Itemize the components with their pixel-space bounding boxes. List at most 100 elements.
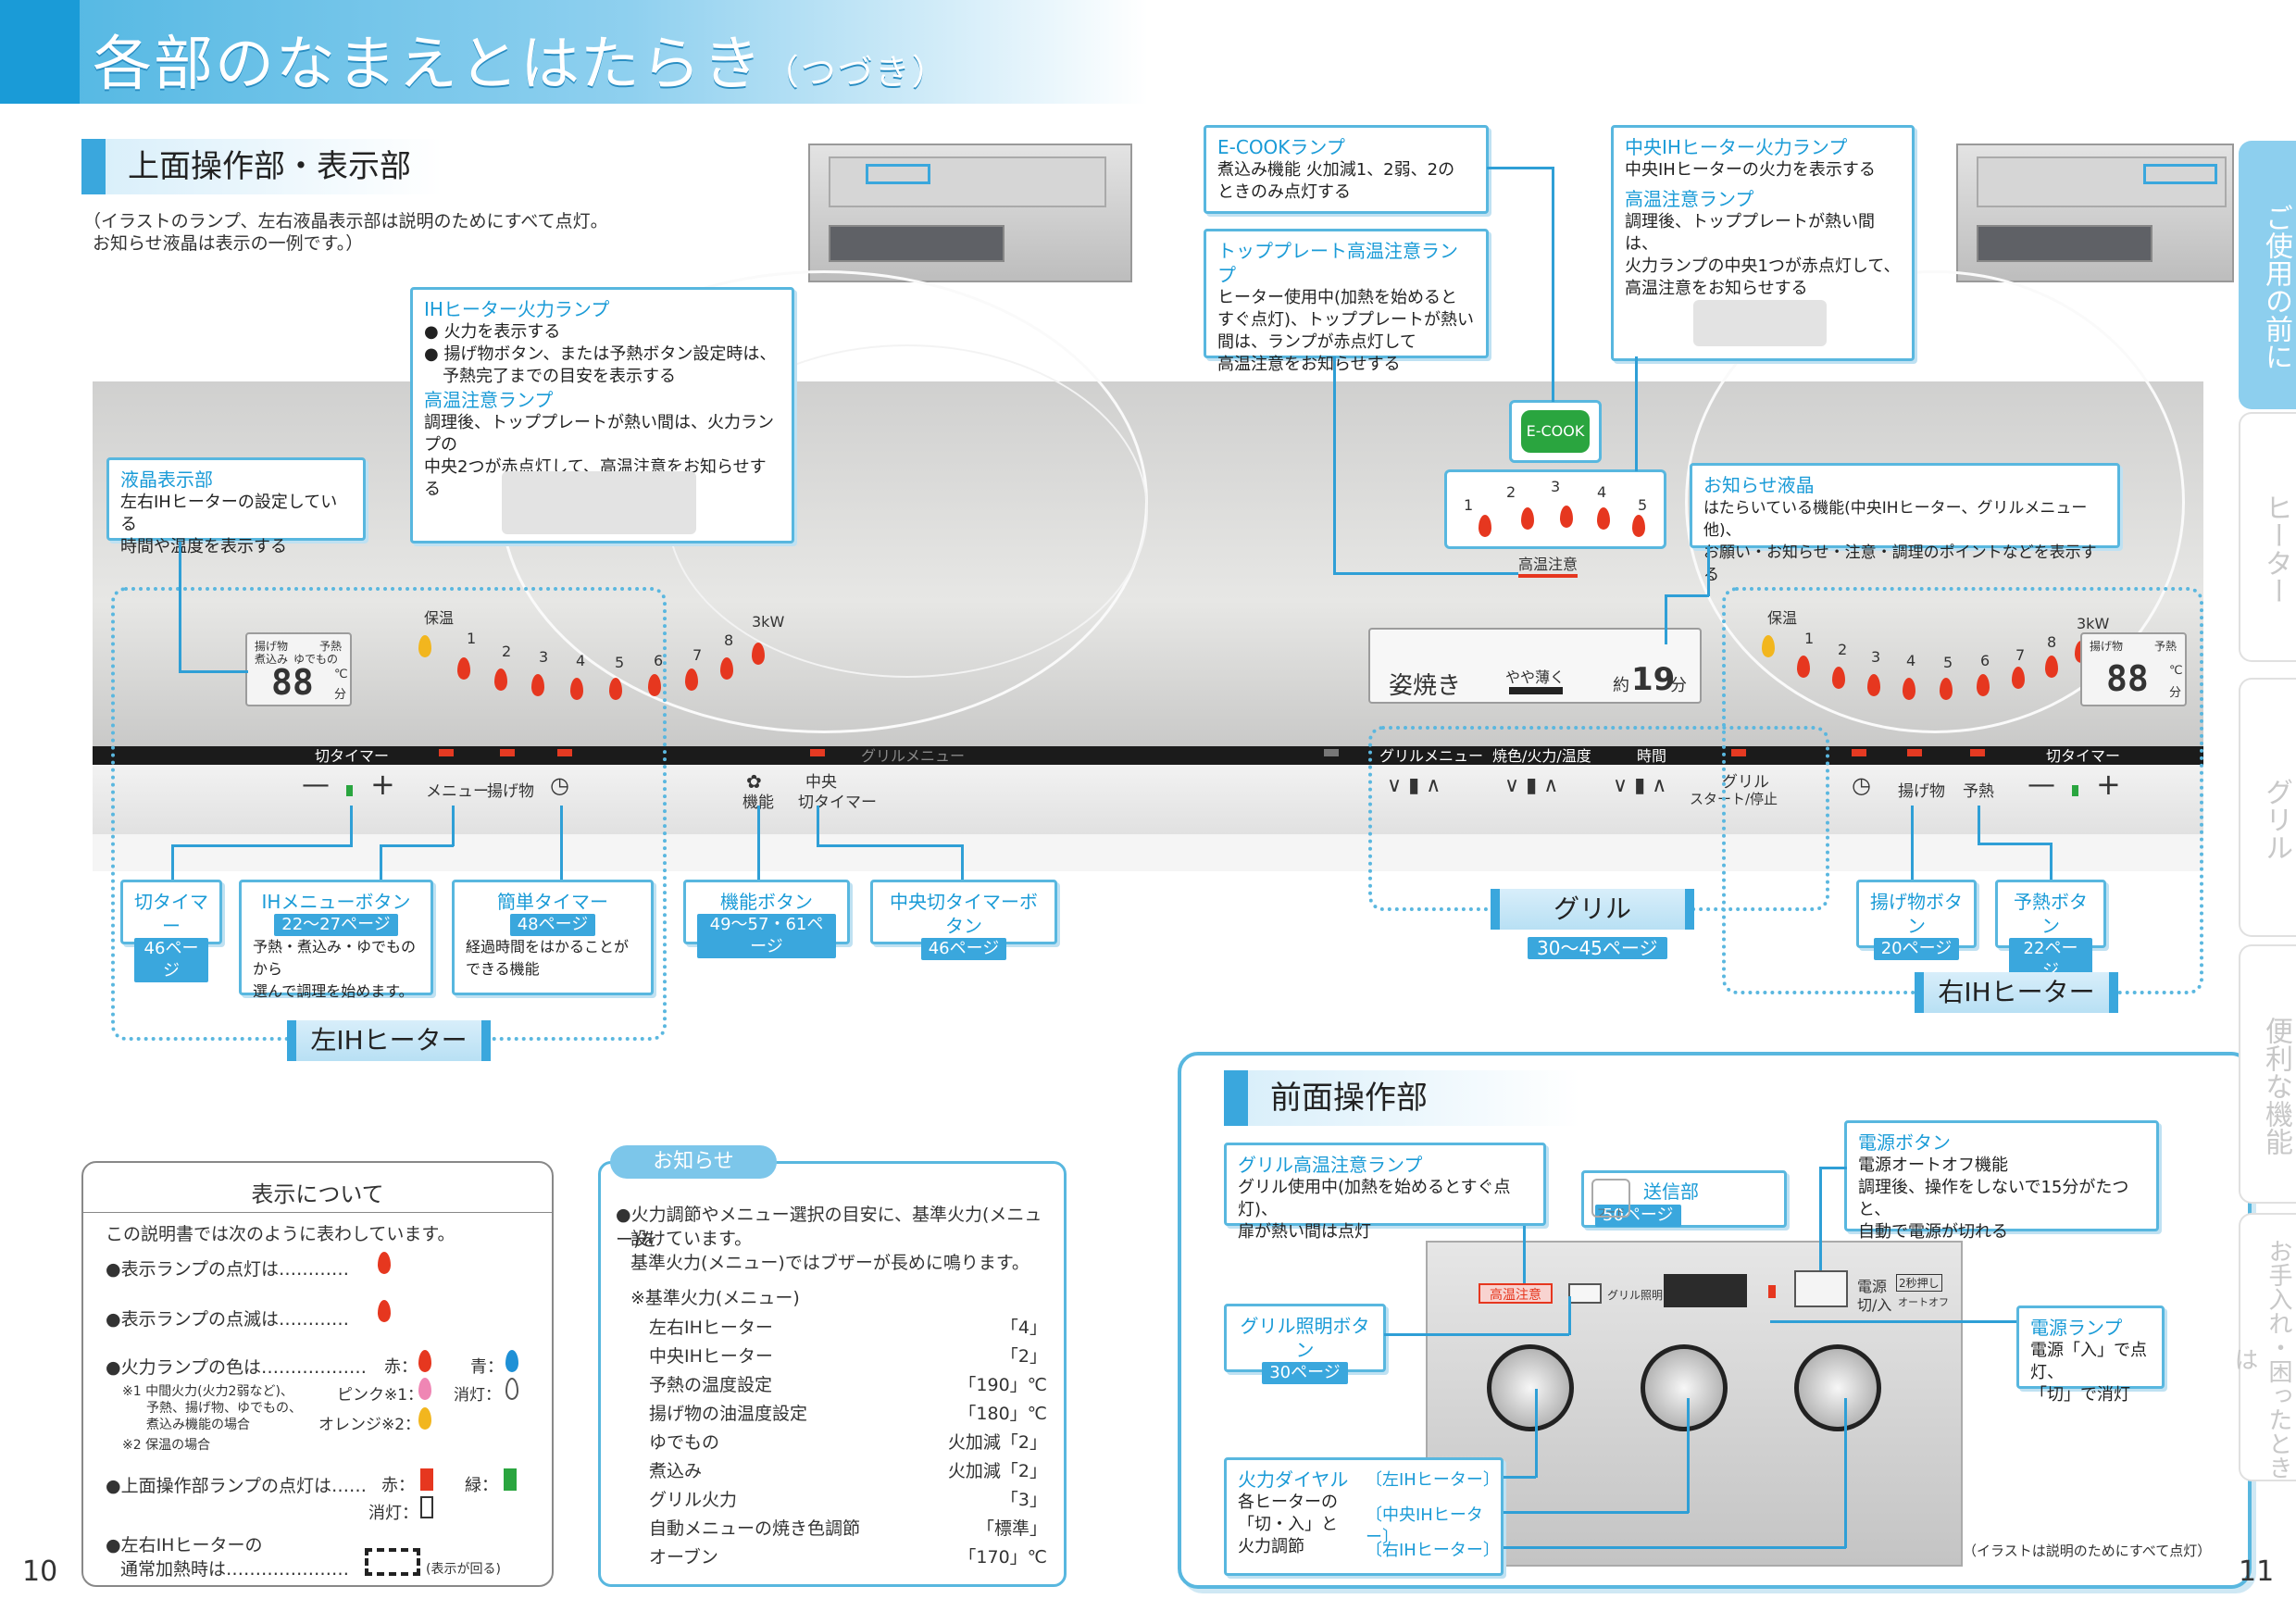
tab-convenient[interactable]: 便利な機能 (2239, 944, 2296, 1204)
leader-line (1819, 1167, 1847, 1169)
leader-line (1504, 1476, 1536, 1479)
callout-power-lamp: 電源ランプ 電源「入」で点灯、 「切」で消灯 (2016, 1305, 2165, 1405)
center-dial[interactable] (1641, 1344, 1728, 1431)
center-timer-button[interactable]: 切タイマー (798, 793, 877, 812)
leader-line (1523, 1226, 1526, 1283)
function-button[interactable]: 機能 (742, 793, 774, 812)
reference-row: 予熱の温度設定「190」℃ (649, 1375, 1047, 1395)
tag-left-ih: 左IHヒーター (287, 1020, 491, 1061)
left-dial[interactable] (1487, 1344, 1574, 1431)
header-band (0, 0, 1148, 104)
simple-timer-button-right[interactable]: ◷ (1852, 772, 1871, 798)
timer-green-lamp-right (2072, 785, 2078, 796)
timer-minus-button-right[interactable]: — (2028, 768, 2055, 801)
reference-row: ゆでもの火加減「2」 (649, 1432, 1047, 1453)
tab-care-trouble[interactable]: お手入れ・困ったときは (2230, 1213, 2296, 1481)
leader-line (961, 844, 964, 880)
off-square-icon (420, 1496, 433, 1518)
panel-lower-right (1148, 834, 2203, 871)
leader-line (1978, 806, 1980, 844)
callout-ih-menu: IHメニューボタン 22〜27ページ 予熱・煮込み・ゆでものから 選んで調理を始… (239, 880, 433, 1000)
reference-row: 煮込み火加減「2」 (649, 1461, 1047, 1481)
grill-menu-updown[interactable]: ∨ ▮ ∧ (1387, 774, 1441, 797)
label-grillmenu: グリルメニュー (1379, 747, 1484, 765)
flame-lamp (720, 657, 733, 680)
timer-plus-button-right[interactable]: + (2096, 767, 2121, 802)
ih-flame-lamps-left: 保温 1 2 3 4 5 6 7 8 3kW (409, 602, 798, 704)
leader-line (171, 844, 174, 880)
panel-lamp (810, 749, 825, 756)
red-flame-icon (418, 1350, 431, 1372)
yonetsu-button[interactable]: 予熱 (1963, 782, 1994, 801)
right-dial[interactable] (1794, 1344, 1881, 1431)
flame-lamp (685, 668, 698, 691)
timer-plus-button[interactable]: + (370, 767, 395, 802)
row-lamp-blink: ●表示ランプの点滅は………… (106, 1309, 350, 1330)
agemono-button-left[interactable]: 揚げ物 (487, 782, 534, 801)
flame-lamp (457, 657, 470, 680)
leader-line (1504, 1511, 1689, 1514)
leader-line (1707, 546, 1710, 596)
flame-lamp (1597, 507, 1610, 530)
flame-lamp (1762, 635, 1775, 657)
panel-strip-right (1148, 746, 2203, 765)
panel-lamp (557, 749, 572, 756)
leader-line (1911, 806, 1914, 880)
flame-lamp (752, 643, 765, 665)
tag-grill: グリル (1491, 889, 1694, 930)
flame-lamp (648, 674, 661, 696)
time-updown[interactable]: ∨ ▮ ∧ (1613, 774, 1667, 797)
leader-line (1978, 843, 2052, 845)
label-grillmenu-faded: グリルメニュー (861, 747, 966, 765)
lamp-num: 3 (1871, 648, 1881, 666)
panel-lower-left (93, 834, 1148, 871)
flame-lamp (1797, 656, 1810, 678)
leader-line (380, 844, 382, 880)
leader-line (380, 844, 454, 847)
info-lcd: 姿焼き やや薄く 約 19 分 (1368, 628, 1702, 704)
tab-before-use[interactable]: ご使用の前に (2239, 141, 2296, 409)
leader-line (1384, 1333, 1569, 1336)
timer-minus-button[interactable]: — (302, 768, 330, 801)
callout-grill-hot-lamp: グリル高温注意ランプ グリル使用中(加熱を始めるとすぐ点灯)、 扉が熱い間は点灯 (1224, 1143, 1546, 1242)
flame-lamp (1521, 507, 1534, 530)
panel-lamp (500, 749, 515, 756)
leader-line (179, 542, 181, 671)
lamp-num: 5 (615, 654, 625, 671)
ih-flame-lamps-right: 保温 1 2 3 4 5 6 7 8 3kW (1753, 602, 2141, 704)
section-front-panel: 前面操作部 (1224, 1070, 1580, 1126)
front-note: （イラストは説明のためにすべて点灯） (1963, 1543, 2212, 1559)
off-flame-icon (505, 1378, 518, 1400)
tab-heater[interactable]: ヒーター (2239, 412, 2296, 662)
reference-row: 左右IHヒーター「4」 (649, 1318, 1047, 1338)
lamp-num: 3kW (2077, 615, 2110, 632)
red-square-icon (420, 1468, 433, 1491)
cooktop-illustration-right (1956, 144, 2234, 282)
flame-lamp (494, 668, 507, 691)
grill-start-button[interactable]: スタート/停止 (1690, 791, 1778, 807)
function-icon: ✿ (746, 770, 762, 793)
flame-lamp (418, 635, 431, 657)
tab-grill[interactable]: グリル (2239, 678, 2296, 937)
flame-lamp (531, 674, 544, 696)
leader-line (1665, 594, 1709, 597)
leader-line (1819, 1167, 1822, 1270)
menu-button[interactable]: メニュー (426, 782, 489, 801)
lamp-num: 1 (467, 630, 477, 647)
leader-line (171, 844, 353, 847)
page-title: 各部のなまえとはたらき（つづき） (93, 31, 949, 99)
callout-ih-lamp: IHヒーター火力ランプ ● 火力を表示する ● 揚げ物ボタン、または予熱ボタン設… (410, 287, 794, 543)
flame-lamp (570, 678, 583, 700)
simple-timer-button[interactable]: ◷ (550, 772, 569, 798)
agemono-button-right[interactable]: 揚げ物 (1898, 782, 1945, 801)
panel-lamp (1324, 749, 1339, 756)
ecook-lamp-box: E-COOK (1509, 400, 1602, 463)
leader-line (452, 806, 455, 846)
yakiiro-updown[interactable]: ∨ ▮ ∧ (1504, 774, 1559, 797)
